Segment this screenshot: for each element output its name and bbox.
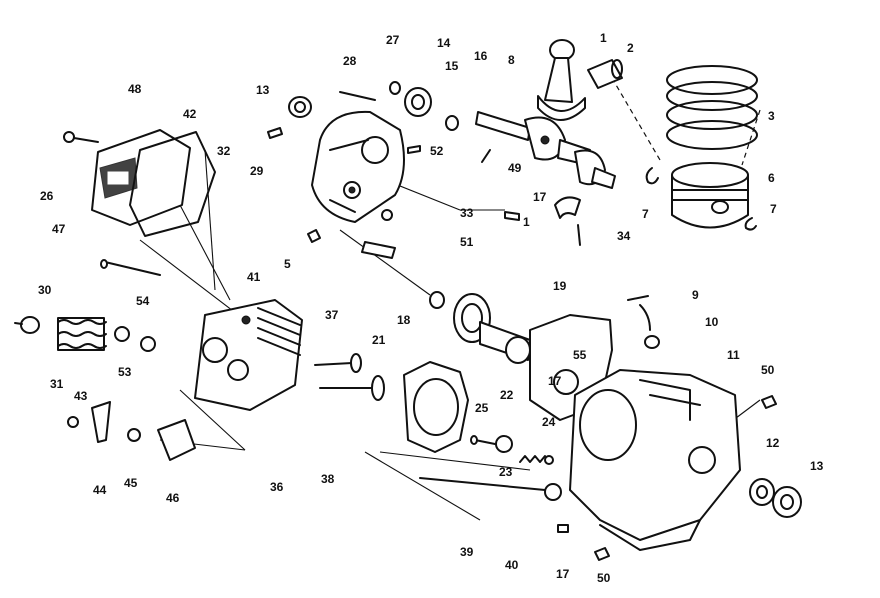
callout-label: 26: [40, 189, 54, 203]
oil-seal-13b: [772, 486, 802, 518]
callout-label: 25: [475, 401, 489, 415]
callout-label: 17: [548, 374, 562, 388]
pushrod-47: [100, 259, 161, 276]
nut-30: [14, 316, 40, 334]
plate-46: [157, 419, 196, 461]
pin-clips: [645, 167, 757, 231]
callout-label: 8: [508, 53, 515, 67]
callout-label: 32: [217, 144, 231, 158]
callout-label: 31: [50, 377, 64, 391]
bearing-14: [404, 87, 432, 117]
callout-label: 46: [166, 491, 180, 505]
callout-label: 18: [397, 313, 411, 327]
callout-label: 53: [118, 365, 132, 379]
callout-label: 17: [533, 190, 547, 204]
crankcase: [569, 369, 741, 551]
callout-label: 30: [38, 283, 52, 297]
callout-label: 1: [600, 31, 607, 45]
cylinder-head: [194, 299, 303, 411]
crankshaft: [475, 111, 616, 189]
callout-label: 41: [247, 270, 261, 284]
callout-label: 6: [768, 171, 775, 185]
bearing-12: [749, 478, 775, 506]
callout-label: 48: [128, 82, 142, 96]
valve-spring-31: [57, 317, 107, 351]
callout-label: 12: [766, 436, 780, 450]
callout-label: 7: [770, 202, 777, 216]
callout-label: 13: [810, 459, 824, 473]
callout-label: 51: [460, 235, 474, 249]
callout-label: 27: [386, 33, 400, 47]
callout-label: 7: [642, 207, 649, 221]
valve-37: [314, 353, 362, 373]
callout-label: 11: [727, 348, 740, 362]
callout-label: 28: [343, 54, 357, 68]
oil-seal-13: [288, 96, 312, 118]
callout-label: 22: [500, 388, 514, 402]
dowels-50: [594, 395, 777, 561]
callout-label: 52: [430, 144, 444, 158]
crankcase-cover: [311, 110, 405, 223]
callout-label: 39: [460, 545, 474, 559]
valve-38: [319, 375, 385, 401]
washer-45: [127, 428, 141, 442]
cover-bolt-26: [63, 131, 99, 143]
rocker-gasket: [129, 131, 216, 237]
callout-label: 19: [553, 279, 567, 293]
callout-label: 16: [474, 49, 488, 63]
callout-label: 40: [505, 558, 519, 572]
callout-label: 34: [617, 229, 631, 243]
callout-label: 54: [136, 294, 150, 308]
callout-label: 50: [761, 363, 775, 377]
piston: [671, 162, 749, 229]
callout-label: 17: [556, 567, 570, 581]
washer-27: [389, 81, 401, 95]
callout-label: 37: [325, 308, 339, 322]
callout-label: 1: [523, 215, 530, 229]
callout-label: 9: [692, 288, 699, 302]
callout-label: 43: [74, 389, 88, 403]
callout-label: 44: [93, 483, 107, 497]
callout-label: 3: [768, 109, 775, 123]
callout-label: 29: [250, 164, 264, 178]
callout-label: 49: [508, 161, 522, 175]
callout-labels: 1 2 3 6 7 8 14 15 16 27 28 13 48 42 26 3…: [38, 31, 780, 572]
connecting-rod: [537, 39, 586, 219]
camshaft: [479, 321, 531, 364]
piston-pin: [587, 59, 623, 89]
callout-label: 23: [499, 465, 513, 479]
bolts: [339, 91, 581, 246]
rocker-arm-44: [67, 401, 111, 443]
callout-label: 21: [372, 333, 386, 347]
callout-label: 10: [705, 315, 719, 329]
misc-small-parts: [267, 127, 660, 533]
callout-label: 42: [183, 107, 197, 121]
callout-label: 33: [460, 206, 474, 220]
callout-label: 24: [542, 415, 556, 429]
retainer-54: [140, 336, 156, 352]
rocker-cover: [91, 129, 191, 226]
callout-label: 38: [321, 472, 335, 486]
callout-label: 36: [270, 480, 284, 494]
callout-label: 13: [256, 83, 270, 97]
callout-label: 15: [445, 59, 459, 73]
callout-label: 45: [124, 476, 138, 490]
callout-label: 47: [52, 222, 66, 236]
pushrod-39: [419, 477, 562, 501]
washer-53: [114, 326, 130, 342]
governor-parts: [470, 435, 554, 465]
callout-label: 50: [597, 571, 611, 585]
ring-16: [445, 115, 459, 131]
callout-label: 5: [284, 257, 291, 271]
piston-rings: [666, 65, 758, 150]
callout-label: 55: [573, 348, 587, 362]
callout-label: 14: [437, 36, 451, 50]
repeat-callouts: 1 7 13 17 17 50: [523, 202, 824, 585]
head-gasket-21: [403, 361, 469, 453]
callout-label: 2: [627, 41, 634, 55]
